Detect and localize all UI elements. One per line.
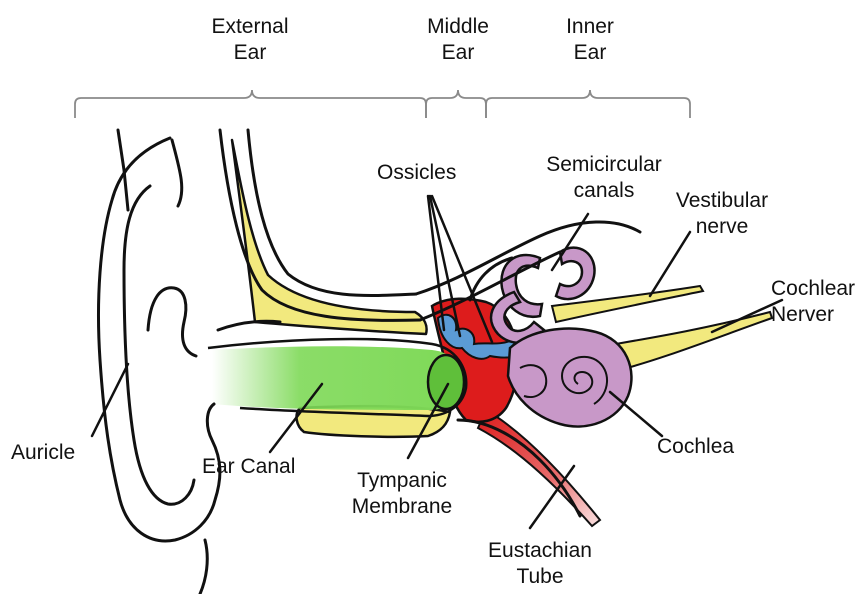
eustachian-label-line1: Eustachian — [480, 538, 600, 564]
cochlear-nerve-label-line1: Cochlear — [771, 276, 855, 302]
semicircular-canals-label: Semicircular canals — [536, 152, 672, 204]
cochlear-nerve-label-line2: Nerver — [771, 302, 855, 328]
cochlear-nerve-label: Cochlear Nerver — [771, 276, 855, 328]
inner-ear-label-line1: Inner — [550, 14, 630, 40]
vestibular-leader — [650, 232, 690, 296]
cochlea-label: Cochlea — [657, 434, 734, 460]
section-brackets — [75, 90, 690, 118]
auricle-leader — [92, 364, 128, 436]
semicircular-label-line2: canals — [536, 178, 672, 204]
external-ear-label-line2: Ear — [194, 40, 306, 66]
middle-ear-label-line2: Ear — [414, 40, 502, 66]
tympanic-membrane-label: Tympanic Membrane — [340, 468, 464, 520]
tympanic-label-line1: Tympanic — [340, 468, 464, 494]
external-ear-bracket — [75, 90, 426, 118]
middle-ear-label: Middle Ear — [414, 14, 502, 66]
vestibular-nerve-label: Vestibular nerve — [666, 188, 778, 240]
cochlea-label-line1: Cochlea — [657, 434, 734, 460]
ear-canal-shape — [212, 346, 462, 410]
middle-ear-bracket — [426, 90, 486, 118]
eustachian-label-line2: Tube — [480, 564, 600, 590]
auricle-label: Auricle — [11, 440, 75, 466]
external-ear-label: External Ear — [194, 14, 306, 66]
ear-canal-label: Ear Canal — [202, 454, 295, 480]
tympanic-membrane-shape — [428, 355, 464, 409]
ear-canal-label-line1: Ear Canal — [202, 454, 295, 480]
auricle-label-line1: Auricle — [11, 440, 75, 466]
inner-ear-label: Inner Ear — [550, 14, 630, 66]
external-ear-label-line1: External — [194, 14, 306, 40]
tympanic-label-line2: Membrane — [340, 494, 464, 520]
inner-ear-label-line2: Ear — [550, 40, 630, 66]
semicircular-label-line1: Semicircular — [536, 152, 672, 178]
eustachian-tube-label: Eustachian Tube — [480, 538, 600, 590]
middle-ear-label-line1: Middle — [414, 14, 502, 40]
vestibular-label-line1: Vestibular — [666, 188, 778, 214]
cochlea-leader — [610, 392, 662, 436]
vestibular-label-line2: nerve — [666, 214, 778, 240]
inner-ear-bracket — [486, 90, 690, 118]
ossicles-label-line1: Ossicles — [377, 160, 456, 186]
cochlea-shape — [508, 329, 631, 427]
ossicles-label: Ossicles — [377, 160, 456, 186]
